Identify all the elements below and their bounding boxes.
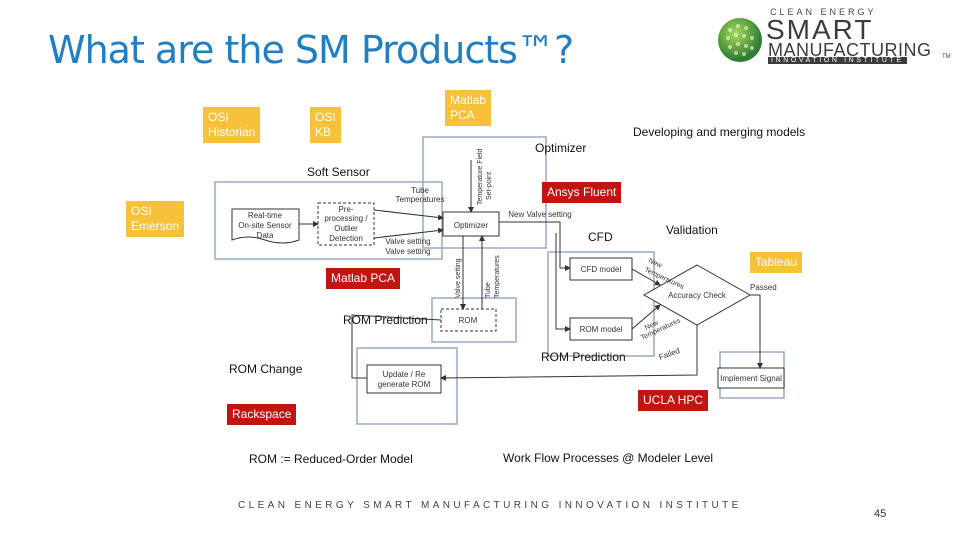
rom-frame <box>431 297 517 343</box>
ansys-fluent-label: Ansys Fluent <box>542 182 622 203</box>
ucla-hpc-label: UCLA HPC <box>638 390 709 411</box>
matlab-pca-label: Matlab PCA <box>326 268 401 289</box>
tube-temps-text-1: Tube <box>411 186 429 195</box>
logo-manufacturing-text: MANUFACTURING <box>768 40 932 60</box>
realtime-text-3: Data <box>257 231 274 240</box>
optimizer-box-text: Optimizer <box>454 221 489 230</box>
soft-sensor-label: Soft Sensor <box>307 165 370 179</box>
preproc-text-2: processing / <box>324 214 368 223</box>
realtime-text-2: On-site Sensor <box>238 221 292 230</box>
rackspace-label: Rackspace <box>227 404 297 425</box>
tube-temps-v-text-2: Temperatures <box>494 255 501 298</box>
realtime-text-1: Real-time <box>248 211 283 220</box>
logo-smart-text: SMART <box>766 14 874 45</box>
valve-setting-text-2: Valve setting <box>385 247 430 256</box>
cesmii-logo: CLEAN ENERGY SMART MANUFACTURING INNOVAT… <box>716 6 951 66</box>
rom-change-label: ROM Change <box>229 362 303 376</box>
cfd-label: CFD <box>588 230 613 244</box>
osi-kb-label: OSI KB <box>310 107 341 143</box>
rom-definition-label: ROM := Reduced-Order Model <box>249 452 413 466</box>
passed-text: Passed <box>750 283 777 292</box>
realtime-data-shape <box>231 208 300 244</box>
implement-signal-box <box>717 367 785 389</box>
developing-label: Developing and merging models <box>633 125 806 139</box>
validation-label: Validation <box>666 223 718 237</box>
workflow-label: Work Flow Processes @ Modeler Level <box>503 451 714 465</box>
logo-institute-text: INNOVATION INSTITUTE <box>768 57 907 64</box>
cfd-model-text: CFD model <box>581 265 622 274</box>
valve-setting-text: Valve setting <box>385 237 430 246</box>
preproc-text-4: Detection <box>329 234 363 243</box>
update-text-1: Update / Re <box>383 370 426 379</box>
page-number: 45 <box>874 508 887 520</box>
models-frame <box>547 251 655 357</box>
osi-historian-label: OSI Historian <box>203 107 261 143</box>
tube-temps-text-2: Temperatures <box>396 195 445 204</box>
page-title: What are the SM Products™? <box>48 28 574 72</box>
implement-text: Implement Signal <box>720 374 782 383</box>
temp-field-text-2: Set-point <box>486 172 493 200</box>
osi-emerson-label: OSI Emerson <box>126 201 185 237</box>
optimizer-label: Optimizer <box>535 141 587 155</box>
matlab-pca-top-label: Matlab PCA <box>445 90 492 126</box>
logo-top-text: CLEAN ENERGY <box>770 7 877 17</box>
tableau-label: Tableau <box>750 252 803 273</box>
temp-field-text-1: Temperature Field <box>477 148 484 205</box>
globe-icon <box>718 18 762 62</box>
footer-text: CLEAN ENERGY SMART MANUFACTURING INNOVAT… <box>238 500 742 511</box>
new-valve-setting-text: New Valve setting <box>508 210 571 219</box>
update-frame <box>356 347 458 425</box>
valve-setting-v-text: Valve setting <box>455 258 462 298</box>
rom-model-text: ROM model <box>580 325 623 334</box>
optimizer-box <box>442 211 500 237</box>
logo-tm: TM <box>942 54 951 60</box>
preproc-text-1: Pre- <box>338 205 353 214</box>
tube-temps-v-text-1: Tube <box>485 282 492 298</box>
update-text-2: generate ROM <box>378 380 431 389</box>
rom-prediction-1-label: ROM Prediction <box>343 313 428 327</box>
rom-prediction-2-label: ROM Prediction <box>541 350 626 364</box>
accuracy-check-text: Accuracy Check <box>668 291 727 300</box>
failed-text: Failed <box>658 346 682 362</box>
preprocessing-box <box>317 202 375 246</box>
preproc-text-3: Outlier <box>334 224 358 233</box>
rom-box-text: ROM <box>459 316 478 325</box>
update-box <box>366 364 442 394</box>
soft-sensor-frame <box>214 181 443 260</box>
